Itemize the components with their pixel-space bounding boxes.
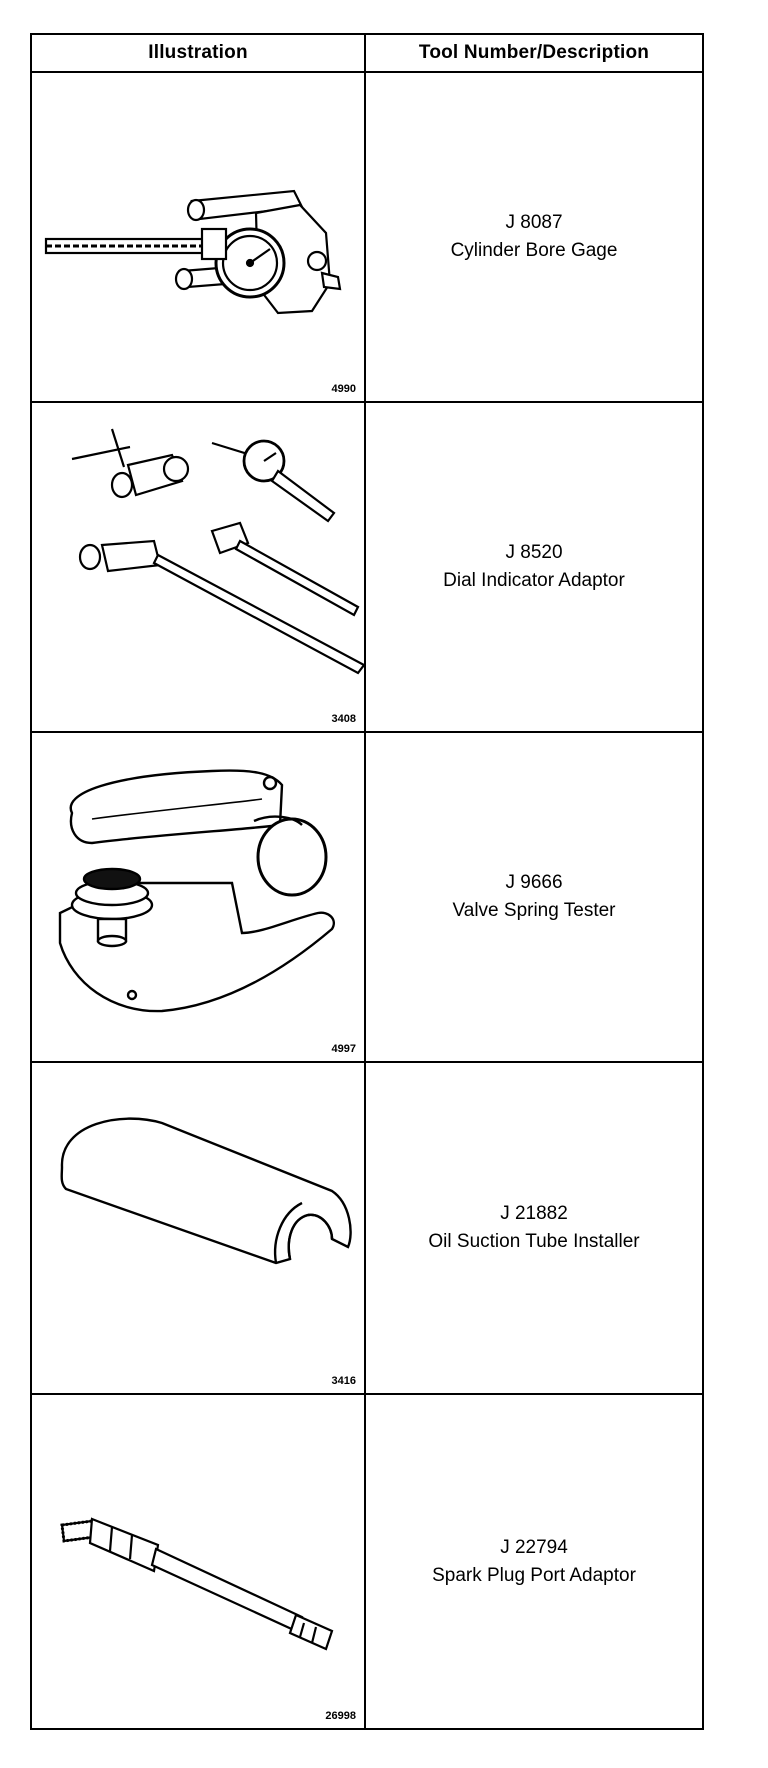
figure-number: 26998 xyxy=(325,1710,356,1722)
tool-description: Spark Plug Port Adaptor xyxy=(432,1564,636,1586)
tool-description: Oil Suction Tube Installer xyxy=(428,1231,640,1252)
tool-number: J 8087 xyxy=(505,212,563,233)
figure-number: 4990 xyxy=(331,383,356,395)
table-row: 4990 J 8087 Cylinder Bore Gage xyxy=(32,73,702,403)
tool-table: Illustration Tool Number/Description xyxy=(30,33,704,1730)
tool-description-cell: J 8520 Dial Indicator Adaptor xyxy=(366,403,702,731)
cylinder-bore-gage-icon: 4990 xyxy=(32,73,364,401)
dial-indicator-adaptor-icon: 3408 xyxy=(32,403,364,731)
tool-description-cell: J 22794 Spark Plug Port Adaptor xyxy=(366,1395,702,1728)
tool-description-cell: J 9666 Valve Spring Tester xyxy=(366,733,702,1061)
tool-description: Dial Indicator Adaptor xyxy=(443,570,625,591)
tool-number: J 9666 xyxy=(505,872,563,893)
figure-number: 3416 xyxy=(331,1375,356,1387)
tool-number: J 21882 xyxy=(500,1203,568,1224)
figure-number: 4997 xyxy=(331,1043,356,1055)
tool-number: J 22794 xyxy=(500,1536,568,1558)
header-tool-description: Tool Number/Description xyxy=(418,42,650,63)
tool-description: Cylinder Bore Gage xyxy=(450,240,618,261)
column-divider xyxy=(364,35,366,1728)
spark-plug-port-adaptor-icon: 26998 xyxy=(32,1395,364,1728)
table-row: 3416 J 21882 Oil Suction Tube Installer xyxy=(32,1063,702,1395)
figure-number: 3408 xyxy=(331,713,356,725)
header-illustration: Illustration xyxy=(148,42,248,63)
table-row: 4997 J 9666 Valve Spring Tester xyxy=(32,733,702,1063)
table-header: Illustration Tool Number/Description xyxy=(32,35,702,73)
tool-description: Valve Spring Tester xyxy=(452,900,616,921)
tool-description-cell: J 8087 Cylinder Bore Gage xyxy=(366,73,702,401)
table-row: 26998 J 22794 Spark Plug Port Adaptor xyxy=(32,1395,702,1728)
valve-spring-tester-icon: 4997 xyxy=(32,733,364,1061)
oil-suction-tube-installer-icon: 3416 xyxy=(32,1063,364,1393)
table-row: 3408 J 8520 Dial Indicator Adaptor xyxy=(32,403,702,733)
tool-description-cell: J 21882 Oil Suction Tube Installer xyxy=(366,1063,702,1393)
tool-number: J 8520 xyxy=(505,542,563,563)
